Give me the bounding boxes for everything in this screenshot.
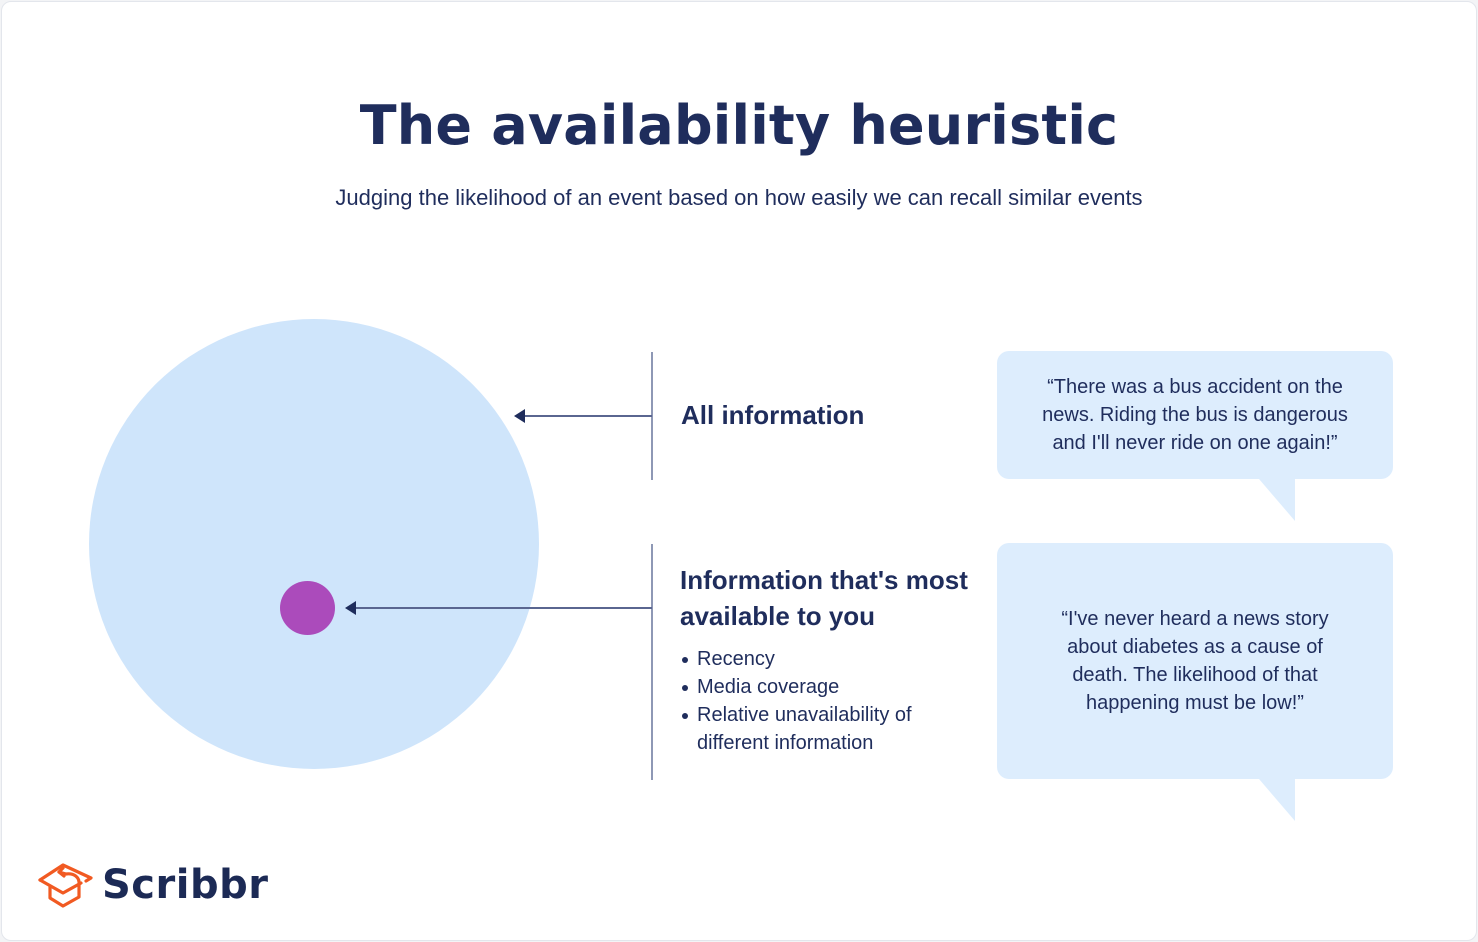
- factors-list: Recency Media coverage Relative unavaila…: [680, 645, 960, 757]
- divider-line-all: [651, 352, 653, 480]
- quote-text: “There was a bus accident on the news. R…: [1042, 376, 1348, 454]
- logo-text: Scribbr: [102, 862, 269, 908]
- page-title: The availability heuristic: [359, 94, 1119, 157]
- speech-bubble-bus: “There was a bus accident on the news. R…: [997, 351, 1393, 479]
- arrow-line-all: [524, 415, 652, 417]
- scribbr-logo: Scribbr: [36, 860, 268, 910]
- arrowhead-icon: [514, 409, 525, 423]
- factor-item: Recency: [680, 645, 960, 673]
- speech-bubble-diabetes: “I've never heard a news story about dia…: [997, 543, 1393, 779]
- factor-item: Media coverage: [680, 673, 960, 701]
- quote-text: “I've never heard a news story about dia…: [1061, 608, 1329, 714]
- factor-item: Relative unavailability of different inf…: [680, 701, 960, 757]
- speech-bubble-tail: [1259, 779, 1295, 821]
- label-all-information: All information: [681, 400, 865, 430]
- divider-line-available: [651, 544, 653, 780]
- label-most-available: Information that's most available to you: [680, 565, 968, 631]
- speech-bubble-tail: [1259, 479, 1295, 521]
- graduation-cap-icon: [38, 863, 93, 908]
- page-subtitle: Judging the likelihood of an event based…: [335, 185, 1143, 210]
- arrow-line-available: [355, 607, 652, 609]
- arrowhead-icon: [345, 601, 356, 615]
- available-information-dot: [280, 581, 335, 635]
- all-information-circle: [89, 319, 539, 769]
